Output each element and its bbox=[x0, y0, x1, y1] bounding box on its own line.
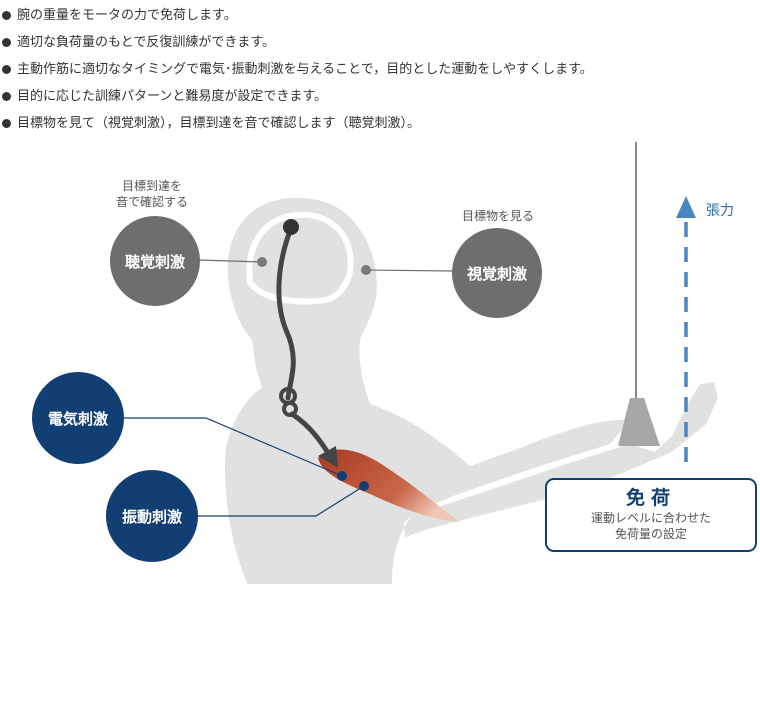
list-item: 目標物を見て（視覚刺激），目標到達を音で確認します（聴覚刺激）。 bbox=[2, 110, 593, 137]
tension-arrow-icon bbox=[676, 196, 696, 472]
tension-label: 張力 bbox=[706, 203, 734, 219]
vibration-dot bbox=[359, 481, 369, 491]
bullet-icon bbox=[2, 119, 11, 128]
hearing-stimulus-circle: 聴覚刺激 bbox=[110, 216, 200, 306]
list-item: 目的に応じた訓練パターンと難易度が設定できます。 bbox=[2, 83, 593, 110]
brain-outline bbox=[246, 211, 354, 305]
brain-node bbox=[283, 219, 299, 235]
unloading-title: 免荷 bbox=[625, 487, 676, 509]
bullet-icon bbox=[2, 65, 11, 74]
list-item: 主動作筋に適切なタイミングで電気･振動刺激を与えることで，目的とした運動をしやす… bbox=[2, 56, 593, 83]
body-silhouette bbox=[224, 197, 718, 584]
muscle bbox=[318, 449, 460, 522]
list-item: 適切な負荷量のもとで反復訓練ができます。 bbox=[2, 29, 593, 56]
vibration-stimulus-circle: 振動刺激 bbox=[106, 470, 198, 562]
unloading-box: 免荷 運動レベルに合わせた 免荷量の設定 bbox=[545, 478, 757, 552]
unloading-desc-line2: 免荷量の設定 bbox=[614, 527, 687, 541]
hearing-caption: 目標到達を 音で確認する bbox=[115, 179, 188, 209]
nerve-path-arrow bbox=[276, 223, 338, 468]
bullet-icon bbox=[2, 11, 11, 20]
bullet-icon bbox=[2, 92, 11, 101]
feature-list: 腕の重量をモータの力で免荷します。 適切な負荷量のもとで反復訓練ができます。 主… bbox=[2, 2, 593, 137]
unloading-desc-line1: 運動レベルに合わせた bbox=[590, 511, 711, 525]
list-item: 腕の重量をモータの力で免荷します。 bbox=[2, 2, 593, 29]
electric-stimulus-circle: 電気刺激 bbox=[32, 372, 124, 464]
bullet-icon bbox=[2, 38, 11, 47]
vision-caption: 目標物を見る bbox=[461, 209, 534, 223]
electrode-dot bbox=[337, 471, 347, 481]
arm-cuff bbox=[618, 398, 660, 446]
vision-stimulus-circle: 視覚刺激 bbox=[452, 228, 542, 318]
